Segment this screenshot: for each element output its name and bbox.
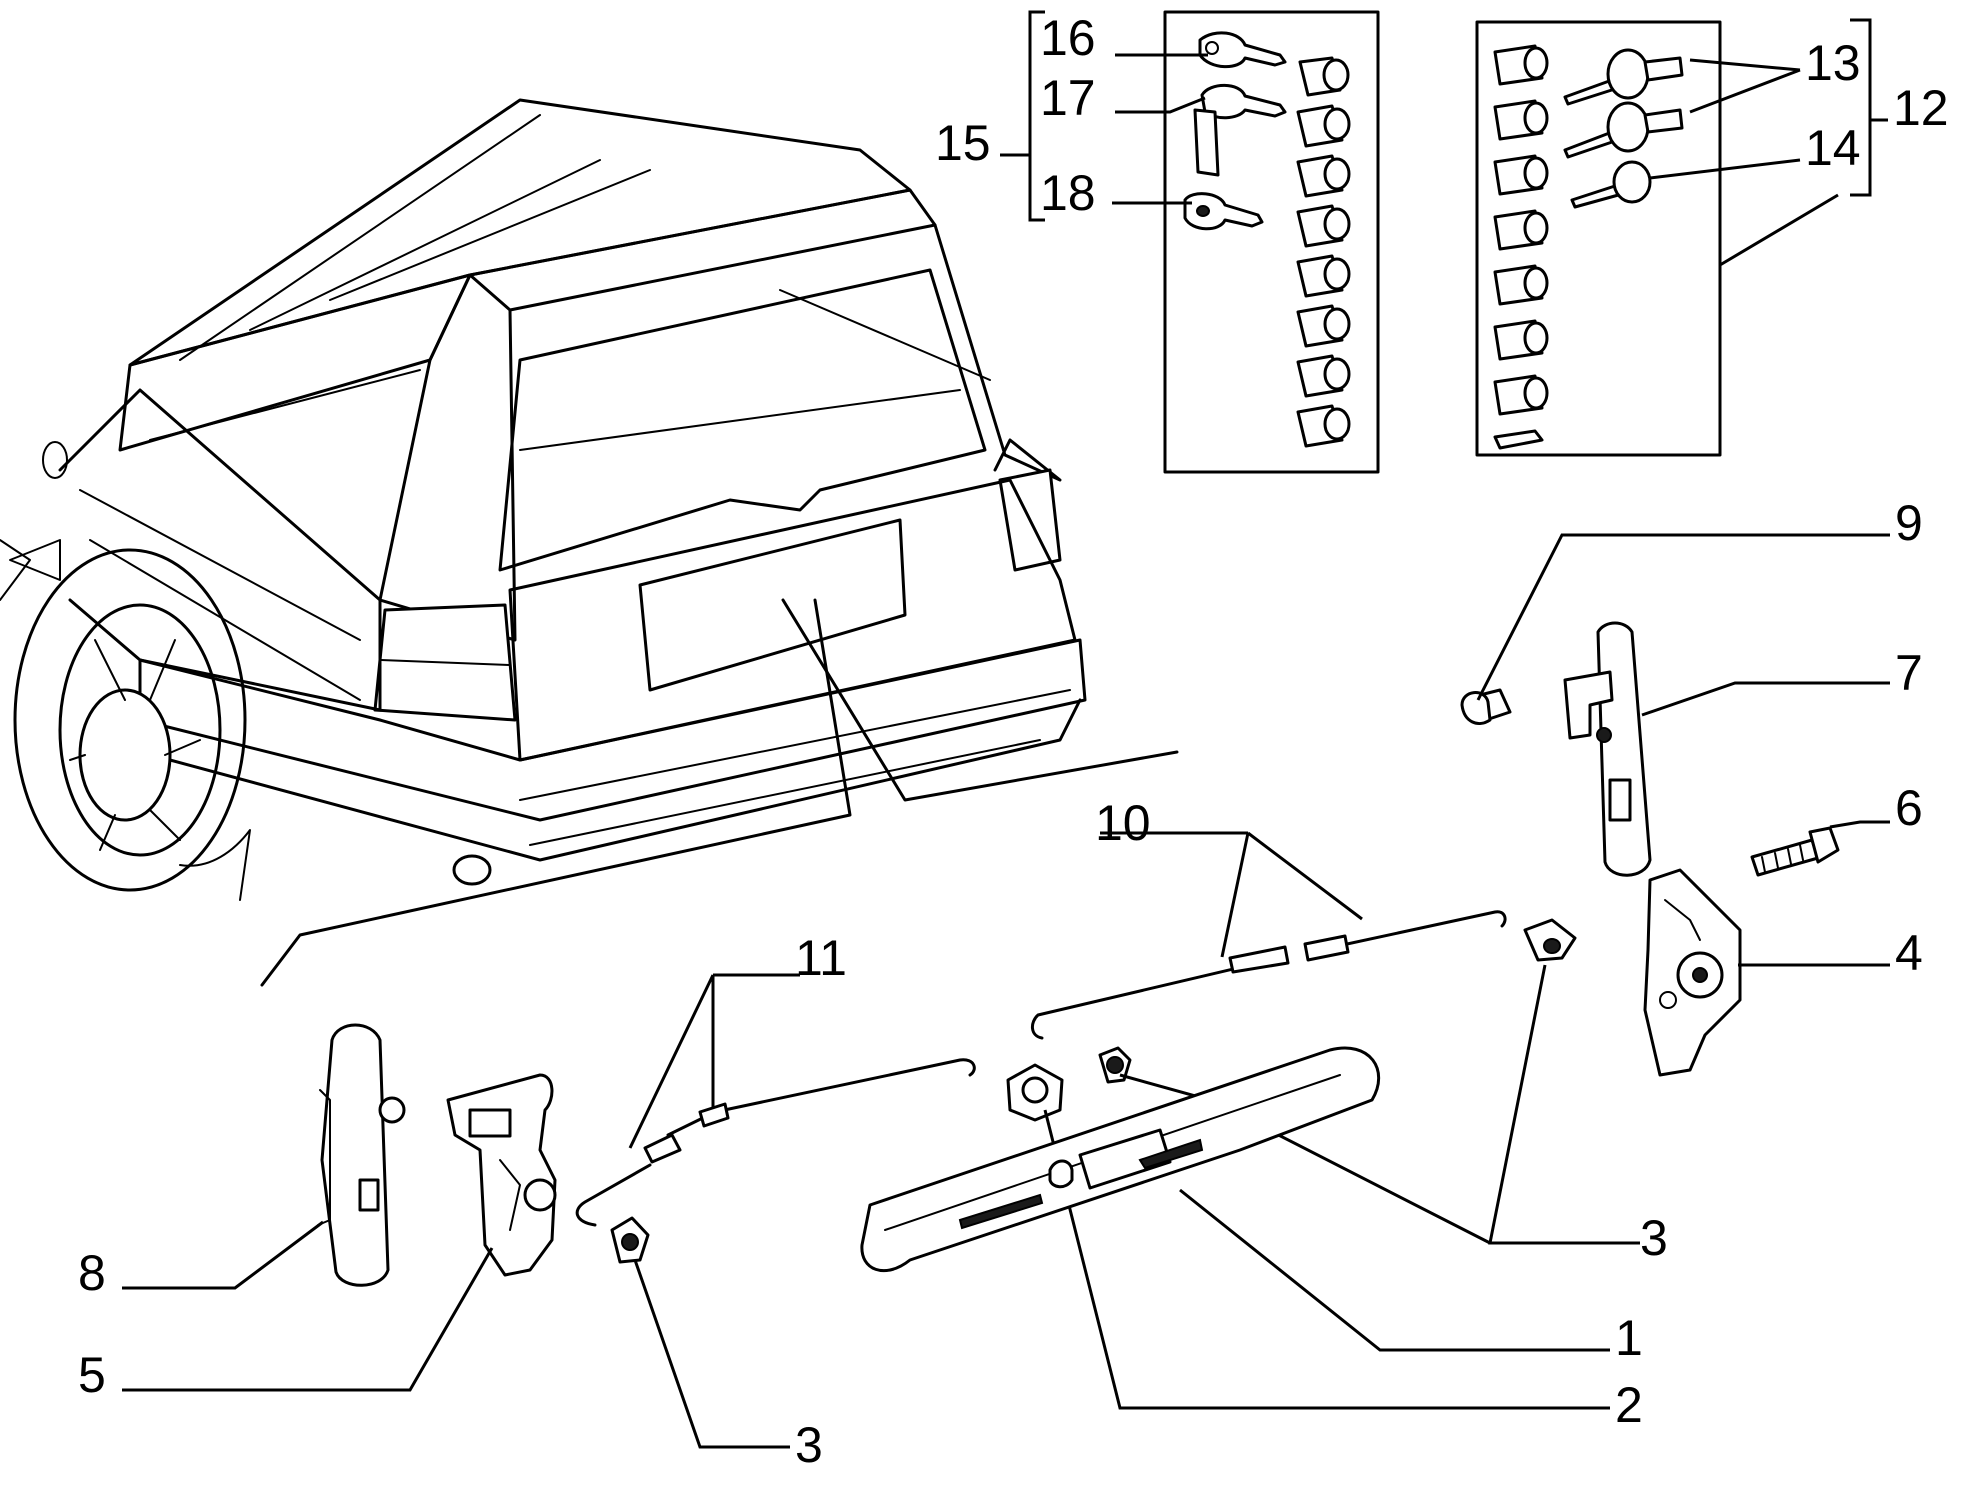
label-3-upper: 3 [1640,1210,1668,1266]
label-3-lower: 3 [795,1417,823,1473]
striker-plate-7 [1563,621,1890,877]
car-rear-illustration [0,98,1179,987]
callout-labels: 16 17 15 18 13 12 14 9 7 6 10 4 11 3 8 1… [78,10,1949,1473]
label-15: 15 [935,115,991,171]
label-12: 12 [1893,80,1949,136]
label-4: 4 [1895,925,1923,981]
label-7: 7 [1895,645,1923,701]
label-18: 18 [1040,165,1096,221]
key-16 [1198,31,1287,69]
handle-1 [860,1046,1610,1352]
rods-11 [575,973,976,1227]
latch-5 [122,1073,557,1392]
label-17: 17 [1040,70,1096,126]
key-set-15 [1000,10,1380,474]
label-11: 11 [795,930,847,986]
clip-3-upper [1488,918,1640,1245]
label-16: 16 [1040,10,1096,66]
lock-cylinders-12 [1493,44,1549,450]
key-set-12 [1475,18,1888,457]
label-10: 10 [1095,795,1151,851]
key-17 [1193,83,1287,177]
label-1: 1 [1615,1310,1643,1366]
label-8: 8 [78,1245,106,1301]
nut-2 [1006,1063,1610,1410]
rods-10 [1031,831,1507,1040]
label-9: 9 [1895,495,1923,551]
screw-6 [1750,820,1890,877]
key-13-upper [1563,48,1684,106]
key-18 [1183,192,1264,231]
lock-cylinders-15 [1296,56,1351,448]
key-14 [1570,160,1652,209]
clip-3-lower [610,1216,790,1449]
label-13: 13 [1805,35,1861,91]
label-6: 6 [1895,780,1923,836]
label-5: 5 [78,1347,106,1403]
bolt-9 [1460,533,1890,725]
label-14: 14 [1805,120,1861,176]
latch-4 [1643,868,1890,1077]
striker-plate-8 [122,1023,406,1290]
key-13-lower [1563,101,1684,159]
label-2: 2 [1615,1377,1643,1433]
